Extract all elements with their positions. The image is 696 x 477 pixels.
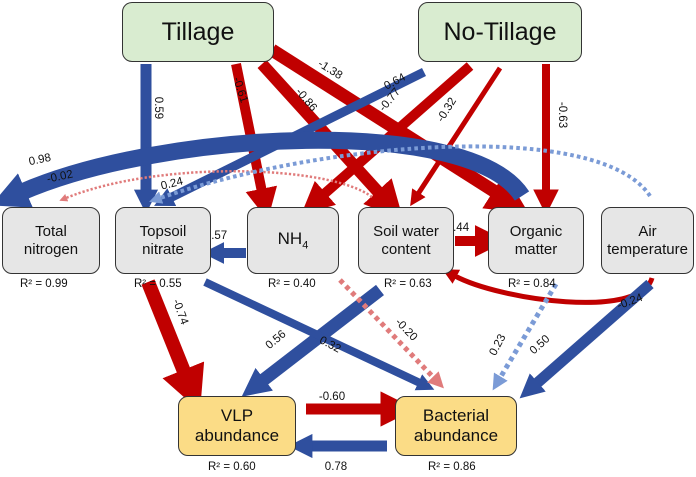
edge-coefficient: 0.32 <box>317 334 342 355</box>
nh4-text: NH <box>277 228 303 248</box>
node-bacterial-abundance: Bacterial abundance <box>395 396 517 456</box>
r2-nh4: R² = 0.40 <box>268 278 316 290</box>
edge-coefficient: 0.98 <box>28 152 52 168</box>
edge-coefficient: -0.74 <box>170 298 190 327</box>
node-label: Organic matter <box>509 222 563 258</box>
node-soil-water-content: Soil water content <box>358 207 454 274</box>
node-label: Bacterial abundance <box>413 405 499 445</box>
edge-coefficient: -0.63 <box>556 102 568 128</box>
edge-no-tillage-to-nh4 <box>301 62 474 214</box>
nh4-subscript: 4 <box>302 239 309 252</box>
edge-coefficient: -0.61 <box>230 76 250 105</box>
edge-tillage-to-organic-matter <box>268 44 529 214</box>
node-topsoil-nitrate: Topsoil nitrate <box>115 207 211 274</box>
r2-organic-matter: R² = 0.84 <box>508 278 556 290</box>
node-no-tillage: No-Tillage <box>418 2 582 62</box>
edge-soil-water-to-total-nitrogen <box>59 169 373 202</box>
r2-soil-water: R² = 0.63 <box>384 278 432 290</box>
edge-organic-matter-to-total-nitrogen <box>0 131 530 208</box>
node-organic-matter: Organic matter <box>488 207 584 274</box>
edge-coefficient: -0.24 <box>616 292 645 312</box>
edge-coefficient: -0.02 <box>46 168 74 185</box>
node-total-nitrogen: Total nitrogen <box>2 207 100 274</box>
node-label: NH4 <box>278 229 309 253</box>
edge-nh4-to-bacterial <box>338 278 444 389</box>
r2-total-nitrogen: R² = 0.99 <box>20 278 68 290</box>
edge-coefficient: -0.20 <box>393 316 420 343</box>
node-nh4: NH4 <box>247 207 339 274</box>
node-tillage: Tillage <box>122 2 274 62</box>
node-label: Total nitrogen <box>23 222 79 258</box>
node-label: Topsoil nitrate <box>139 222 187 258</box>
edge-coefficient: -0.60 <box>319 391 345 403</box>
node-label: Tillage <box>161 18 235 46</box>
edge-tillage-to-soil-water <box>257 59 404 220</box>
edge-organic-matter-to-bacterial <box>492 282 559 391</box>
edge-air-temperature-to-topsoil-nitrate <box>149 144 652 204</box>
edge-no-tillage-to-soil-water <box>410 66 503 207</box>
edge-coefficient: 0.23 <box>487 332 508 357</box>
node-label: VLP abundance <box>194 405 280 445</box>
edge-topsoil-nitrate-to-bacterial <box>203 278 435 391</box>
edge-coefficient: 0.59 <box>152 97 164 119</box>
node-vlp-abundance: VLP abundance <box>178 396 296 456</box>
node-label: No-Tillage <box>443 18 557 46</box>
edge-coefficient: 0.50 <box>528 333 553 357</box>
r2-bacterial: R² = 0.86 <box>428 461 476 473</box>
edge-tillage-to-nh4 <box>231 63 278 221</box>
r2-topsoil-nitrate: R² = 0.55 <box>134 278 182 290</box>
node-label: Soil water content <box>373 222 439 258</box>
node-label: Air temperature <box>607 222 688 258</box>
edge-coefficient: 0.78 <box>325 461 347 473</box>
edge-coefficient: 0.56 <box>264 328 289 352</box>
edge-coefficient: 0.24 <box>160 175 185 192</box>
node-air-temperature: Air temperature <box>601 207 694 274</box>
edge-air-temperature-to-bacterial <box>519 279 654 399</box>
r2-vlp: R² = 0.60 <box>208 461 256 473</box>
edge-topsoil-nitrate-to-vlp <box>141 279 205 412</box>
